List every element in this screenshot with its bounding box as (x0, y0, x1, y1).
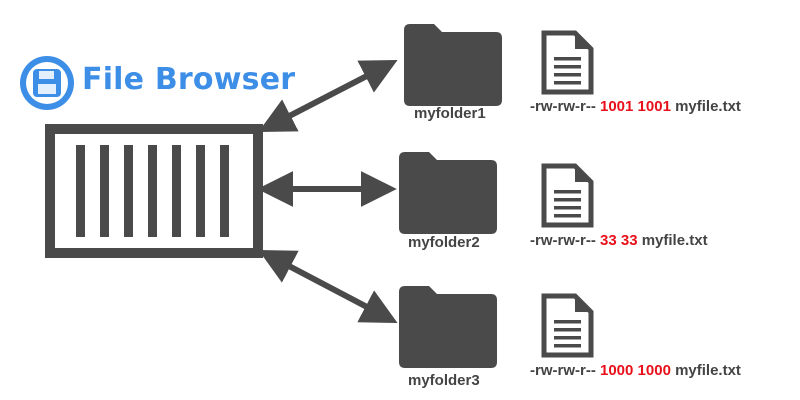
file-icon (541, 30, 594, 95)
app-title: File Browser (82, 62, 296, 97)
file-permission-line: -rw-rw-r-- 33 33 myfile.txt (530, 232, 708, 249)
file-mode: -rw-rw-r-- (530, 232, 596, 249)
owner-group-ids: 1001 1001 (600, 98, 671, 115)
folder-label: myfolder3 (408, 372, 480, 389)
owner-group-ids: 1000 1000 (600, 362, 671, 379)
file-name: myfile.txt (675, 362, 741, 379)
file-mode: -rw-rw-r-- (530, 362, 596, 379)
folder-icon (404, 24, 502, 106)
folder-label: myfolder1 (414, 105, 486, 122)
owner-group-ids: 33 33 (600, 232, 638, 249)
file-permission-line: -rw-rw-r-- 1001 1001 myfile.txt (530, 98, 741, 115)
container-icon (45, 124, 263, 258)
file-permission-line: -rw-rw-r-- 1000 1000 myfile.txt (530, 362, 741, 379)
arrow-to-myfolder3 (258, 249, 398, 324)
file-name: myfile.txt (675, 98, 741, 115)
arrow-to-myfolder1 (258, 60, 398, 132)
file-icon (541, 293, 594, 358)
folder-icon (399, 152, 497, 234)
file-name: myfile.txt (641, 232, 708, 249)
folder-icon (399, 286, 497, 368)
file-mode: -rw-rw-r-- (530, 98, 596, 115)
folder-label: myfolder2 (408, 234, 480, 251)
floppy-disk-icon (20, 56, 74, 110)
file-icon (541, 163, 594, 228)
